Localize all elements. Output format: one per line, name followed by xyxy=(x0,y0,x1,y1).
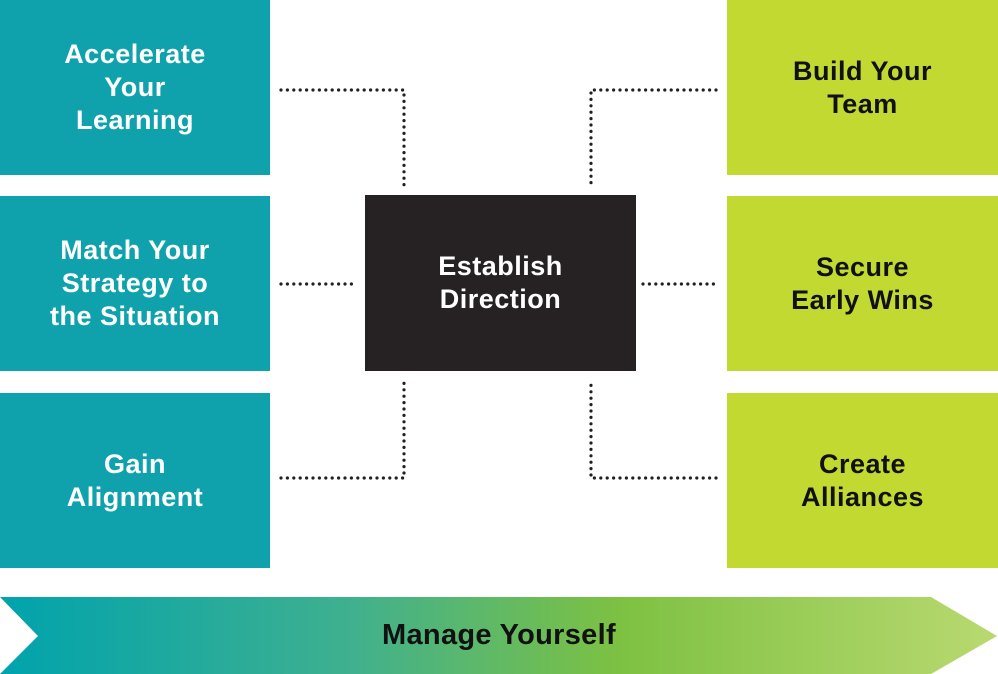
box-secure-early-wins: Secure Early Wins xyxy=(727,196,998,371)
box-gain-alignment: Gain Alignment xyxy=(0,393,270,568)
manage-yourself-label: Manage Yourself xyxy=(382,619,616,651)
connector-bottom-left xyxy=(279,379,406,480)
box-match-your-strategy: Match Your Strategy to the Situation xyxy=(0,196,270,371)
connector-top-left xyxy=(279,88,406,189)
box-build-your-team: Build Your Team xyxy=(727,0,998,175)
box-establish-direction: Establish Direction xyxy=(365,195,636,371)
box-accelerate-your-learning: Accelerate Your Learning xyxy=(0,0,270,175)
box-create-alliances: Create Alliances xyxy=(727,393,998,568)
arrow-shape xyxy=(0,597,997,674)
